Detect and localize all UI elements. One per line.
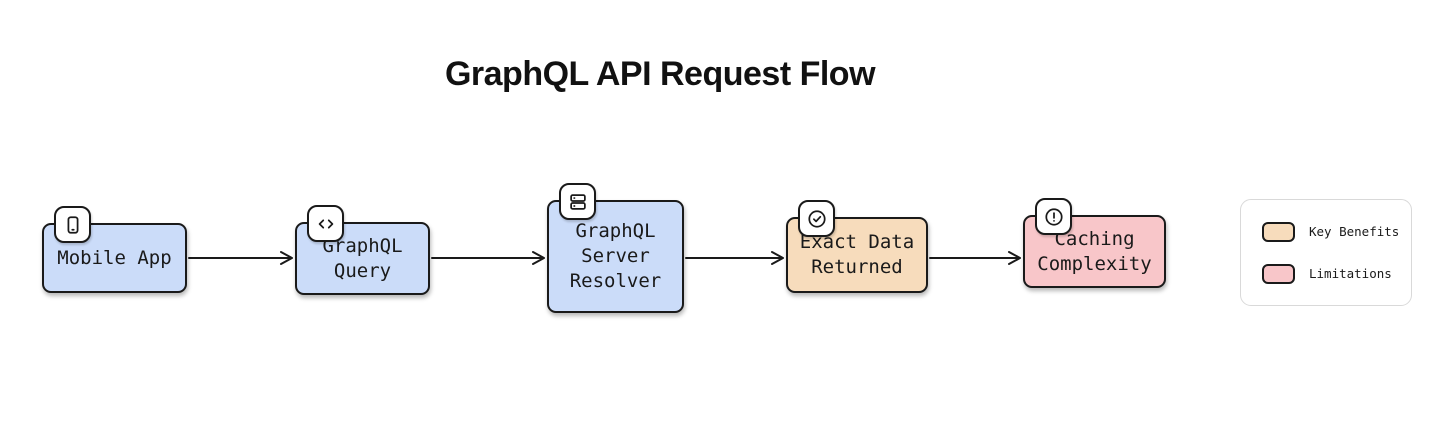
flow-node-exact-data-returned: Exact Data Returned xyxy=(786,200,928,293)
flow-node-graphql-query: GraphQL Query xyxy=(295,205,430,295)
key-benefits-swatch xyxy=(1262,221,1295,242)
diagram-title: GraphQL API Request Flow xyxy=(444,55,876,93)
legend-label: Key Benefits xyxy=(1309,224,1400,239)
code-icon xyxy=(307,205,344,242)
flow-node-graphql-server-resolver: GraphQL Server Resolver xyxy=(547,183,684,313)
limitations-swatch xyxy=(1262,263,1295,284)
node-label: Mobile App xyxy=(57,246,172,269)
arrow-query-to-resolver xyxy=(431,251,545,265)
smartphone-icon xyxy=(54,206,91,243)
legend-item-limitations: Limitations xyxy=(1262,263,1411,284)
flow-node-mobile-app: Mobile App xyxy=(42,206,187,293)
node-label: GraphQL Server Resolver xyxy=(569,220,662,292)
arrow-resolver-to-data xyxy=(685,251,784,265)
check-circle-icon xyxy=(798,200,835,237)
node-label: Exact Data Returned xyxy=(799,231,915,278)
legend: Key Benefits Limitations xyxy=(1240,199,1412,306)
node-label: GraphQL Query xyxy=(322,234,403,282)
alert-circle-icon xyxy=(1035,198,1072,235)
node-label: Caching Complexity xyxy=(1037,227,1152,275)
server-icon xyxy=(559,183,596,220)
arrow-mobile-to-query xyxy=(188,251,293,265)
arrow-data-to-caching xyxy=(929,251,1021,265)
legend-label: Limitations xyxy=(1309,266,1392,281)
legend-item-key-benefits: Key Benefits xyxy=(1262,221,1411,242)
flow-node-caching-complexity: Caching Complexity xyxy=(1023,198,1166,288)
